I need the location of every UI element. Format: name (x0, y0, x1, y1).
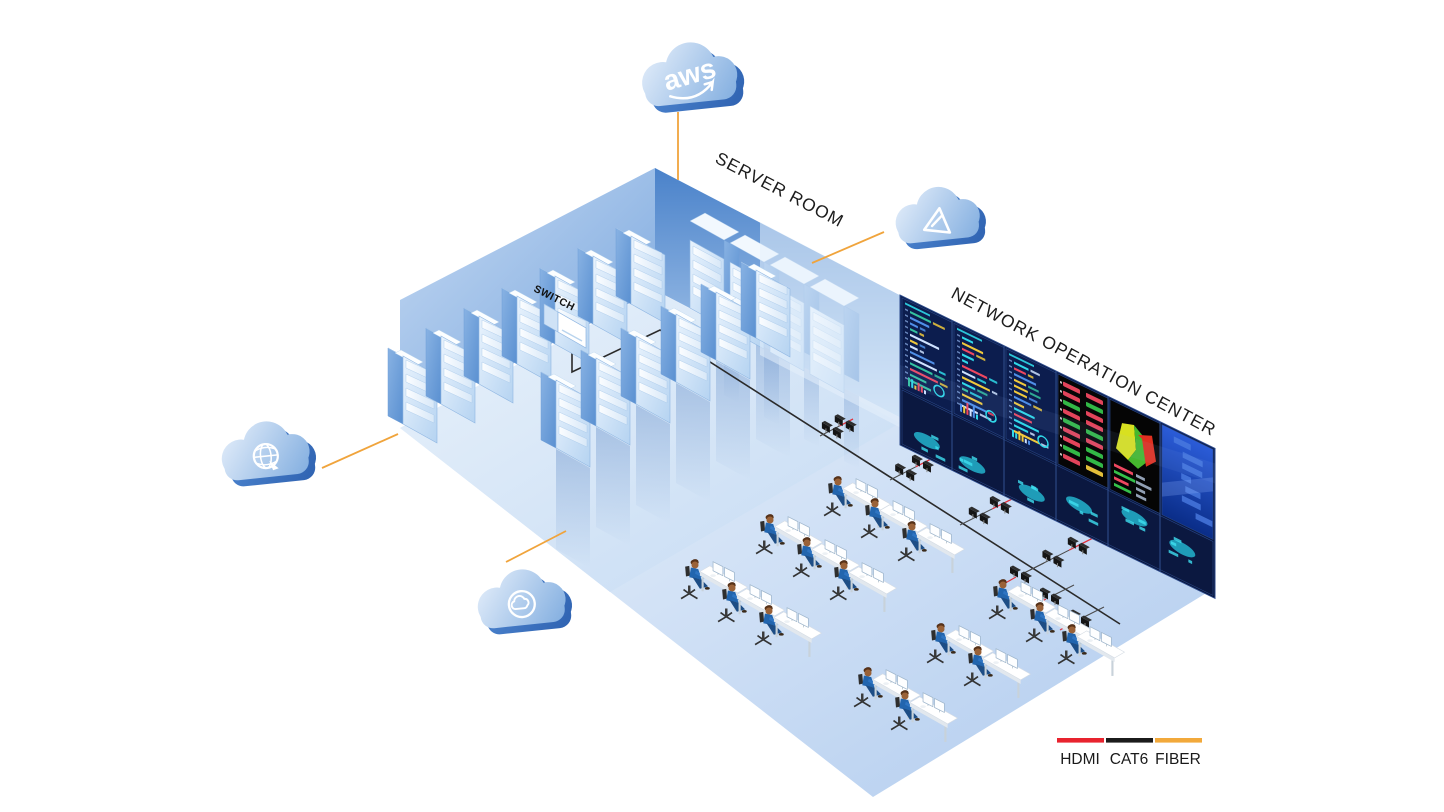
legend-label: FIBER (1155, 751, 1201, 768)
service-cloud (474, 564, 575, 637)
video-wall-screens (899, 294, 1216, 600)
aws-cloud: aws (638, 37, 747, 115)
fiber-links (321, 112, 885, 563)
network-switch (543, 303, 587, 349)
legend: HDMI CAT6 FIBER (1057, 738, 1202, 768)
fiber-partner-link (811, 231, 885, 264)
legend-label: HDMI (1060, 751, 1100, 768)
triangle-logo-icon (922, 206, 952, 234)
legend-label: CAT6 (1110, 751, 1148, 768)
cabling (571, 329, 1121, 631)
noc-back-wall-translucent (760, 222, 905, 430)
legend-item: HDMI (1057, 738, 1104, 768)
cloud-circle-icon (507, 589, 536, 619)
fiber-service-link (505, 530, 567, 563)
partner-cloud (892, 182, 989, 252)
legend-item: FIBER (1155, 738, 1202, 768)
fiber-internet-link (321, 433, 399, 469)
internet-cloud (218, 416, 319, 489)
video-wall (899, 294, 1216, 600)
globe-icon (252, 442, 279, 471)
legend-item: CAT6 (1106, 738, 1153, 768)
